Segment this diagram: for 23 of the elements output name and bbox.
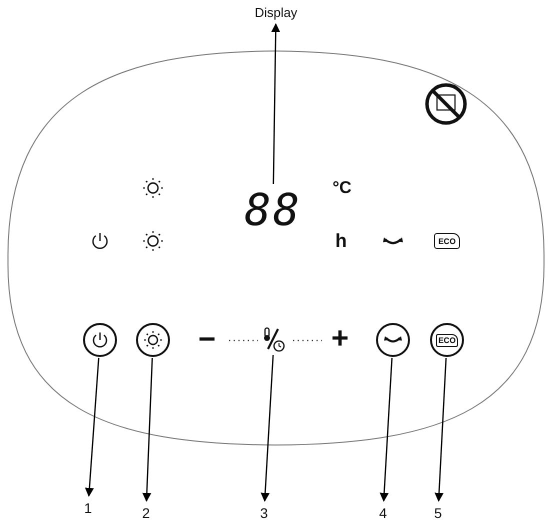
leader-arrow xyxy=(84,358,100,497)
brightness-button xyxy=(136,323,170,357)
minus-sign: − xyxy=(197,326,217,354)
callout-number: 2 xyxy=(138,503,154,523)
eco-button: ECO xyxy=(430,323,464,357)
display-label: Display xyxy=(246,2,306,22)
leader-arrow xyxy=(271,23,280,184)
callout-number: 4 xyxy=(375,503,391,523)
leader-arrow xyxy=(142,358,153,502)
plus-sign: + xyxy=(330,324,350,354)
leader-arrow xyxy=(260,354,274,502)
callout-number: 1 xyxy=(80,498,96,518)
digit-display: 88 xyxy=(238,186,308,234)
swing-button xyxy=(376,323,410,357)
power-button xyxy=(83,323,117,357)
callout-number: 3 xyxy=(256,503,272,523)
leader-arrow xyxy=(434,358,447,502)
callout-number: 5 xyxy=(430,503,446,523)
unit-label: h xyxy=(334,230,348,254)
leader-arrow xyxy=(380,358,393,502)
eco-indicator: ECO xyxy=(434,233,460,249)
unit-label: °C xyxy=(331,177,353,199)
temperature-timer-icon xyxy=(262,327,286,353)
